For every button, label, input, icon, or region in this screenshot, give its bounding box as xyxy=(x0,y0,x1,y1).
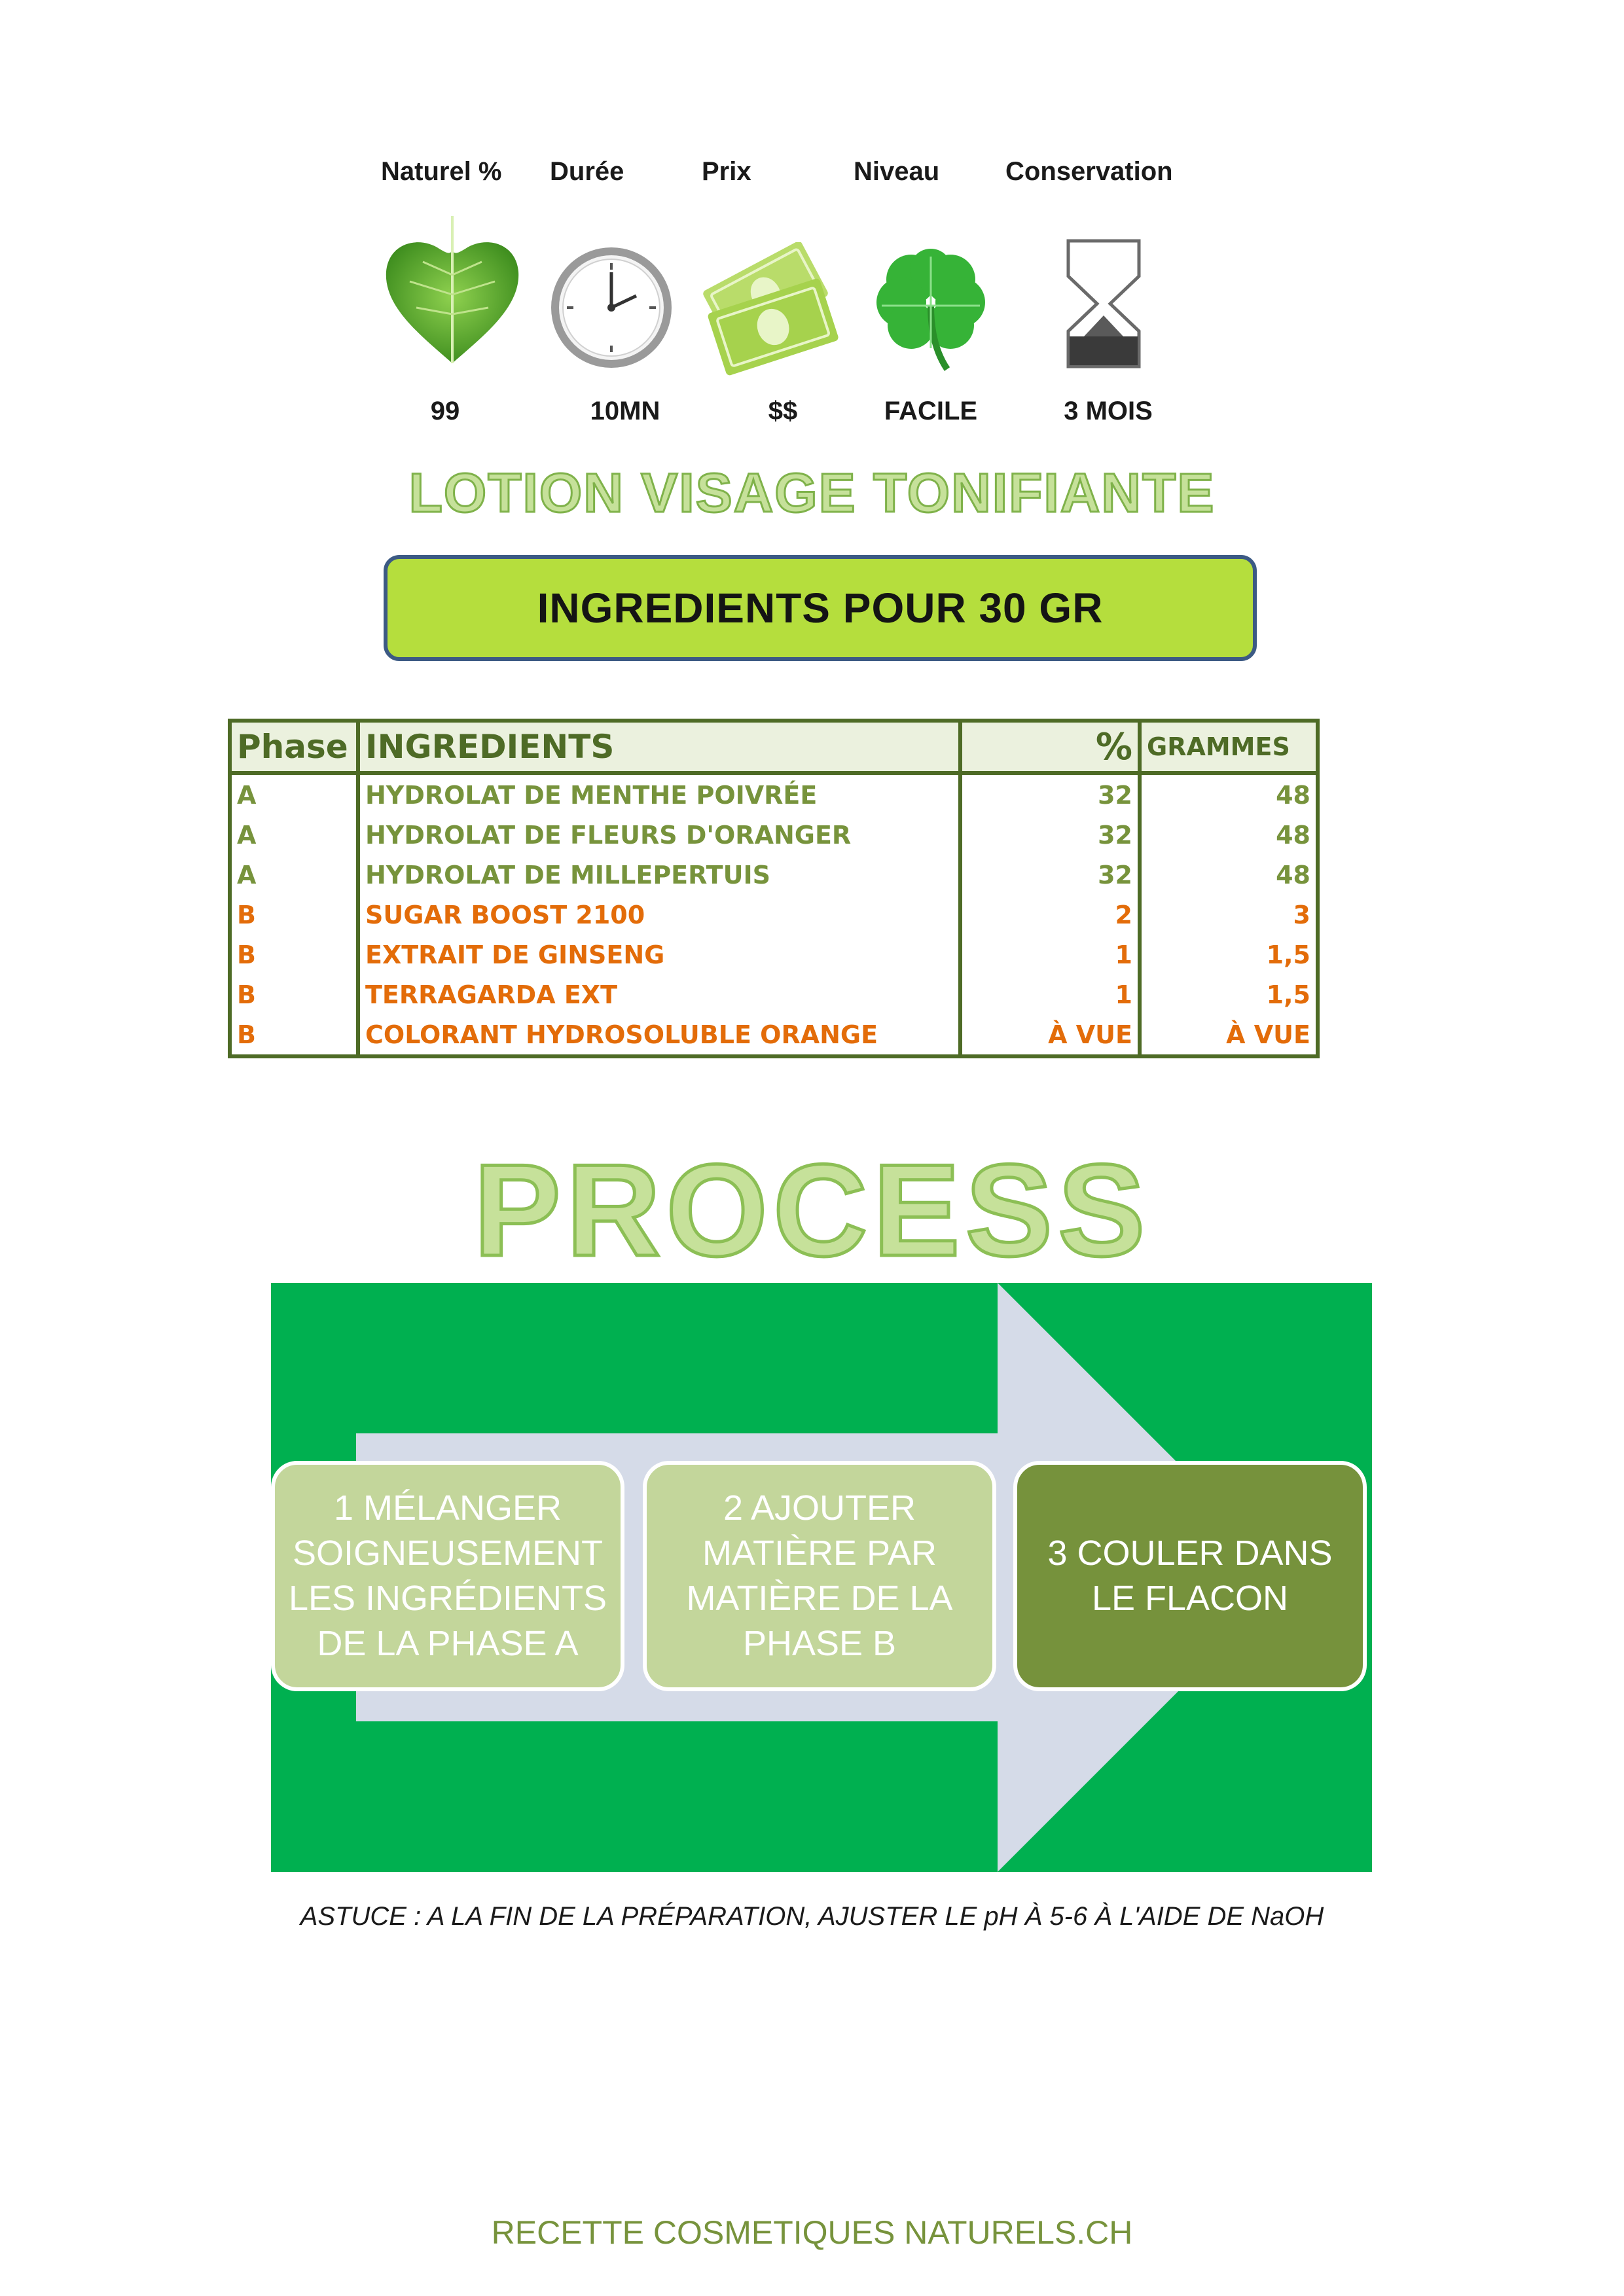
clock-icon xyxy=(551,247,672,368)
conservation-label: Conservation xyxy=(1005,157,1173,186)
cell-phase: A xyxy=(228,815,360,855)
ingredients-banner-text: INGREDIENTS POUR 30 GR xyxy=(537,584,1104,632)
money-icon xyxy=(703,242,839,376)
table-row: B COLORANT HYDROSOLUBLE ORANGE À VUE À V… xyxy=(228,1014,1320,1058)
duration-label: Durée xyxy=(550,157,624,186)
ingredients-banner: INGREDIENTS POUR 30 GR xyxy=(384,555,1257,661)
cell-phase: B xyxy=(228,1014,360,1058)
cell-phase: B xyxy=(228,935,360,975)
cell-grams: À VUE xyxy=(1138,1014,1320,1058)
duration-value: 10MN xyxy=(590,397,660,425)
ingredients-table: Phase INGREDIENTS % GRAMMES A HYDROLAT D… xyxy=(228,719,1320,1058)
process-step-2: 2 AJOUTER MATIÈRE PAR MATIÈRE DE LA PHAS… xyxy=(643,1461,996,1691)
table-row: A HYDROLAT DE MENTHE POIVRÉE 32 48 xyxy=(228,773,1320,815)
cell-ingredient: HYDROLAT DE FLEURS D'ORANGER xyxy=(356,815,962,855)
recipe-title: LOTION VISAGE TONIFIANTE xyxy=(408,461,1216,525)
hourglass-icon xyxy=(1066,239,1141,368)
cell-ingredient: COLORANT HYDROSOLUBLE ORANGE xyxy=(356,1014,962,1058)
cell-grams: 1,5 xyxy=(1138,975,1320,1014)
process-step-1-text: 1 MÉLANGER SOIGNEUSEMENT LES INGRÉDIENTS… xyxy=(288,1488,607,1663)
table-row: B TERRAGARDA EXT 1 1,5 xyxy=(228,975,1320,1014)
process-step-3: 3 COULER DANS LE FLACON xyxy=(1013,1461,1367,1691)
tip-text: ASTUCE : A LA FIN DE LA PRÉPARATION, AJU… xyxy=(300,1902,1324,1931)
cell-percent: À VUE xyxy=(958,1014,1142,1058)
cell-phase: A xyxy=(228,773,360,815)
level-value: FACILE xyxy=(884,397,978,425)
cell-percent: 32 xyxy=(958,855,1142,895)
natural-value: 99 xyxy=(430,397,460,425)
cell-phase: A xyxy=(228,855,360,895)
cell-percent: 32 xyxy=(958,773,1142,815)
cell-percent: 1 xyxy=(958,975,1142,1014)
cell-grams: 48 xyxy=(1138,815,1320,855)
cell-grams: 1,5 xyxy=(1138,935,1320,975)
conservation-value: 3 MOIS xyxy=(1064,397,1153,425)
cell-grams: 3 xyxy=(1138,895,1320,935)
process-title: PROCESS xyxy=(472,1136,1151,1285)
cell-phase: B xyxy=(228,895,360,935)
header-percent: % xyxy=(958,719,1142,775)
cell-grams: 48 xyxy=(1138,773,1320,815)
footer-text: RECETTE COSMETIQUES NATURELS.CH xyxy=(491,2214,1133,2251)
cell-ingredient: HYDROLAT DE MENTHE POIVRÉE xyxy=(356,773,962,815)
natural-label: Naturel % xyxy=(381,157,502,186)
cell-phase: B xyxy=(228,975,360,1014)
price-value: $$ xyxy=(768,397,798,425)
price-label: Prix xyxy=(702,157,751,186)
table-header-row: Phase INGREDIENTS % GRAMMES xyxy=(228,719,1320,775)
process-step-2-text: 2 AJOUTER MATIÈRE PAR MATIÈRE DE LA PHAS… xyxy=(686,1488,953,1663)
cell-percent: 1 xyxy=(958,935,1142,975)
table-row: B SUGAR BOOST 2100 2 3 xyxy=(228,895,1320,935)
process-step-1: 1 MÉLANGER SOIGNEUSEMENT LES INGRÉDIENTS… xyxy=(271,1461,624,1691)
level-label: Niveau xyxy=(854,157,940,186)
header-phase: Phase xyxy=(228,719,360,775)
cell-grams: 48 xyxy=(1138,855,1320,895)
table-row: A HYDROLAT DE FLEURS D'ORANGER 32 48 xyxy=(228,815,1320,855)
table-row: B EXTRAIT DE GINSENG 1 1,5 xyxy=(228,935,1320,975)
cell-ingredient: EXTRAIT DE GINSENG xyxy=(356,935,962,975)
leaf-icon xyxy=(386,216,519,363)
cell-ingredient: TERRAGARDA EXT xyxy=(356,975,962,1014)
cell-percent: 2 xyxy=(958,895,1142,935)
cell-percent: 32 xyxy=(958,815,1142,855)
table-row: A HYDROLAT DE MILLEPERTUIS 32 48 xyxy=(228,855,1320,895)
process-step-3-text: 3 COULER DANS LE FLACON xyxy=(1047,1534,1333,1618)
header-ingredients: INGREDIENTS xyxy=(356,719,962,775)
clover-icon xyxy=(876,249,985,371)
header-grams: GRAMMES xyxy=(1138,719,1320,775)
cell-ingredient: SUGAR BOOST 2100 xyxy=(356,895,962,935)
cell-ingredient: HYDROLAT DE MILLEPERTUIS xyxy=(356,855,962,895)
